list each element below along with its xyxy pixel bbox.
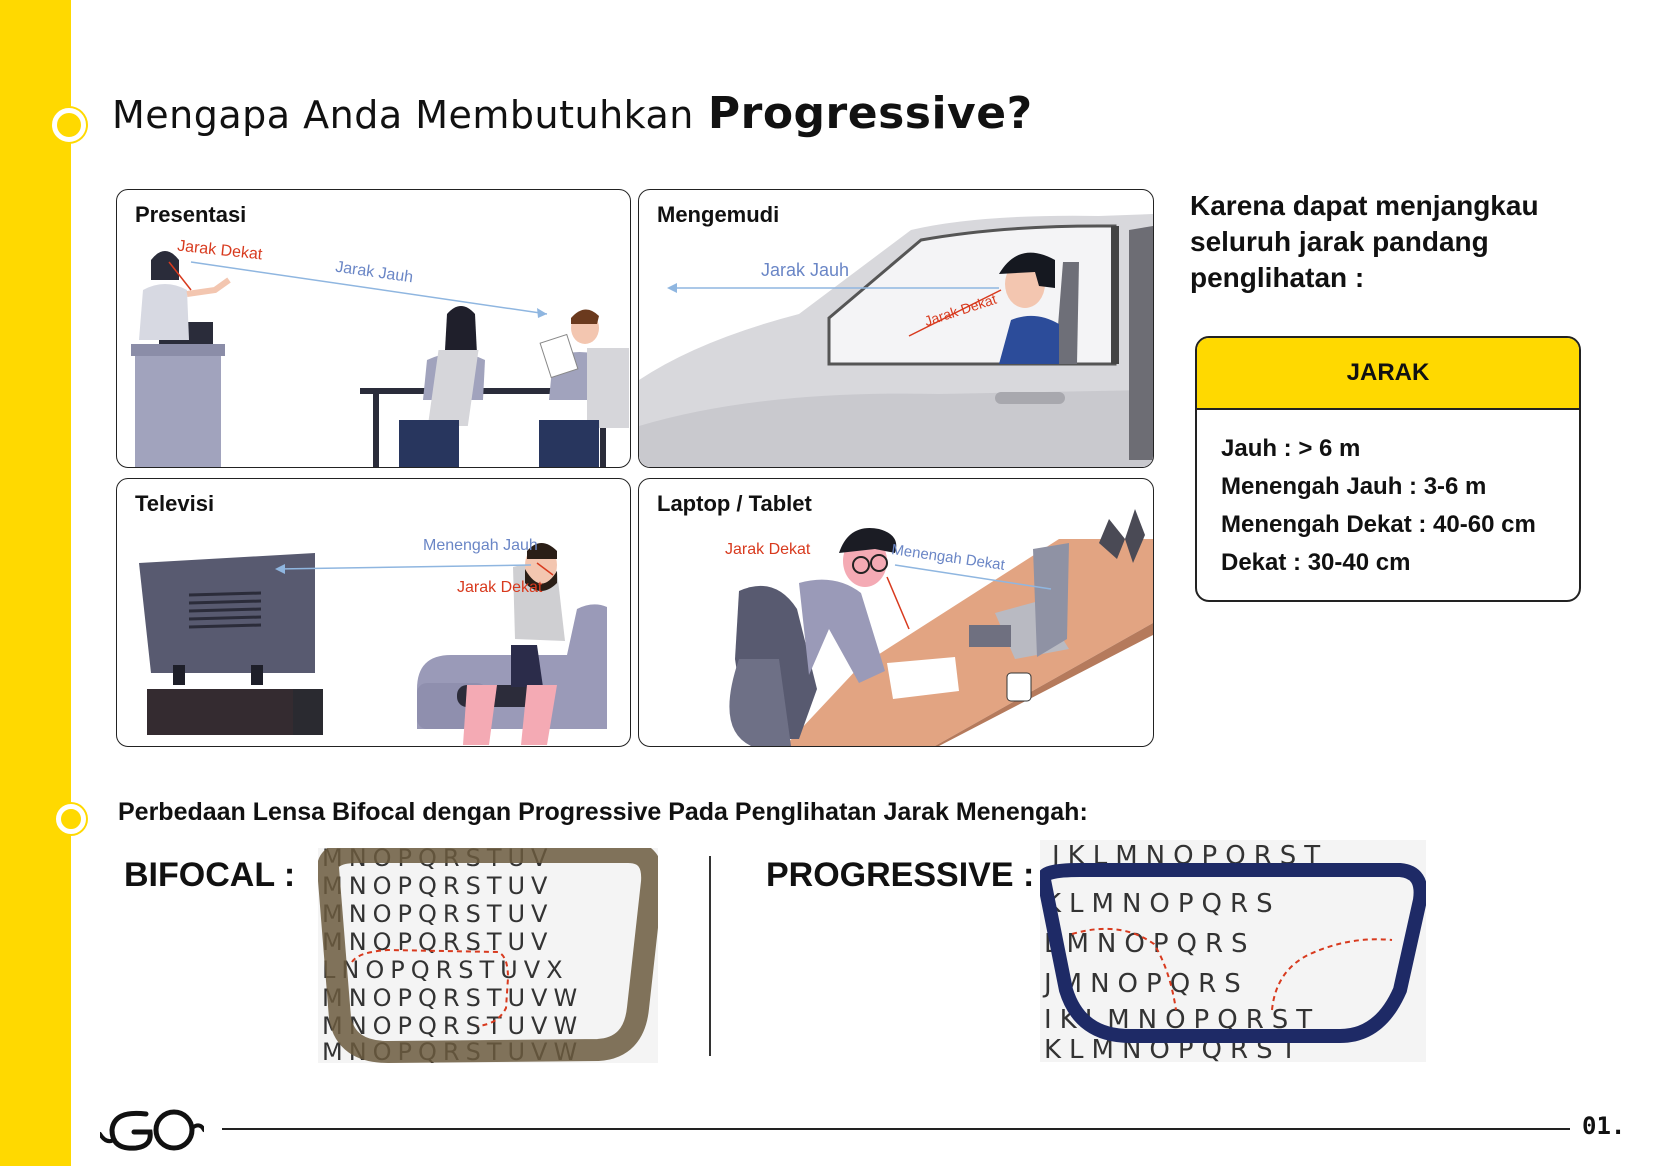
jarak-card: JARAK Jauh : > 6 m Menengah Jauh : 3-6 m…	[1195, 336, 1581, 602]
panel-mengemudi: Mengemudi Jarak Jauh Jarak Dekat	[638, 189, 1154, 468]
yellow-sidebar	[0, 0, 71, 1166]
svg-text:KLMNOPQRS: KLMNOPQRS	[1044, 889, 1281, 919]
panel-laptop-tablet: Laptop / Tablet Jarak Dekat Menengah Dek…	[638, 478, 1154, 747]
section-bullet-dot	[56, 804, 86, 834]
svg-text:MNOPQRSTUVW: MNOPQRSTUVW	[322, 984, 583, 1012]
panel-label-mengemudi: Mengemudi	[657, 202, 780, 227]
progressive-lens-drawing: JKLMNOPQRST KLMNOPQRS LMNOPQRS JMNOPQRS …	[1040, 841, 1426, 1062]
svg-text:MNOPQRSTUVW: MNOPQRSTUVW	[322, 1012, 583, 1040]
panel-presentasi: Presentasi Jarak Dekat Jarak Jauh	[116, 189, 631, 468]
panel-televisi: Televisi Menengah Jauh Jarak Dekat	[116, 478, 631, 747]
footer-rule	[222, 1128, 1570, 1130]
svg-text:MNOPQRSTUV: MNOPQRSTUV	[322, 900, 553, 928]
driving-illustration	[639, 214, 1153, 467]
jarak-item-menengah-jauh: Menengah Jauh : 3-6 m	[1221, 473, 1487, 500]
bifocal-label: BIFOCAL :	[124, 856, 296, 894]
panel-label-presentasi: Presentasi	[135, 202, 247, 227]
title-connector-line	[0, 121, 52, 123]
label-menengah-jauh: Menengah Jauh	[423, 537, 538, 554]
page-title-bold: Progressive?	[707, 88, 1033, 139]
svg-text:LMNOPQRS: LMNOPQRS	[1044, 929, 1256, 959]
svg-text:JMNOPQRS: JMNOPQRS	[1042, 969, 1249, 999]
jarak-header: JARAK	[1197, 338, 1579, 410]
svg-text:MNOPQRSTUV: MNOPQRSTUV	[322, 928, 553, 956]
jarak-item-menengah-dekat: Menengah Dekat : 40-60 cm	[1221, 511, 1536, 538]
panel-label-laptop-tablet: Laptop / Tablet	[657, 491, 812, 516]
progressive-label: PROGRESSIVE :	[766, 856, 1035, 894]
presentation-illustration	[131, 251, 629, 467]
section-connector-line	[0, 816, 56, 818]
page-title: Mengapa Anda Membutuhkan Progressive?	[112, 88, 1033, 139]
laptop-illustration	[729, 509, 1153, 746]
page-number: 01.	[1582, 1112, 1626, 1140]
television-illustration	[139, 543, 607, 745]
page-title-light: Mengapa Anda Membutuhkan	[112, 93, 694, 137]
reason-text: Karena dapat menjangkau seluruh jarak pa…	[1190, 190, 1539, 293]
go-logo	[98, 1104, 206, 1159]
go-logo-mark	[98, 1109, 206, 1151]
lens-divider	[709, 856, 711, 1056]
svg-text:MNOPQRSTUV: MNOPQRSTUV	[322, 872, 553, 900]
bifocal-lens-drawing: MNOPQRSTUV MNOPQRSTUV MNOPQRSTUV MNOPQRS…	[318, 848, 658, 1063]
comparison-heading: Perbedaan Lensa Bifocal dengan Progressi…	[118, 798, 1088, 826]
panel-label-televisi: Televisi	[135, 491, 215, 516]
label-jarak-dekat: Jarak Dekat	[457, 579, 543, 596]
label-jarak-dekat: Jarak Dekat	[725, 541, 811, 558]
label-jarak-jauh: Jarak Jauh	[761, 260, 850, 280]
progressive-lens-image: JKLMNOPQRST KLMNOPQRS LMNOPQRS JMNOPQRS …	[1040, 840, 1426, 1062]
jarak-item-dekat: Dekat : 30-40 cm	[1221, 549, 1411, 576]
jarak-list: Jauh : > 6 m Menengah Jauh : 3-6 m Menen…	[1197, 410, 1579, 582]
title-bullet-dot	[52, 108, 86, 142]
svg-text:LNOPQRSTUVX: LNOPQRSTUVX	[322, 956, 569, 984]
jarak-item-jauh: Jauh : > 6 m	[1221, 435, 1361, 462]
bifocal-lens-image: MNOPQRSTUV MNOPQRSTUV MNOPQRSTUV MNOPQRS…	[318, 848, 658, 1063]
